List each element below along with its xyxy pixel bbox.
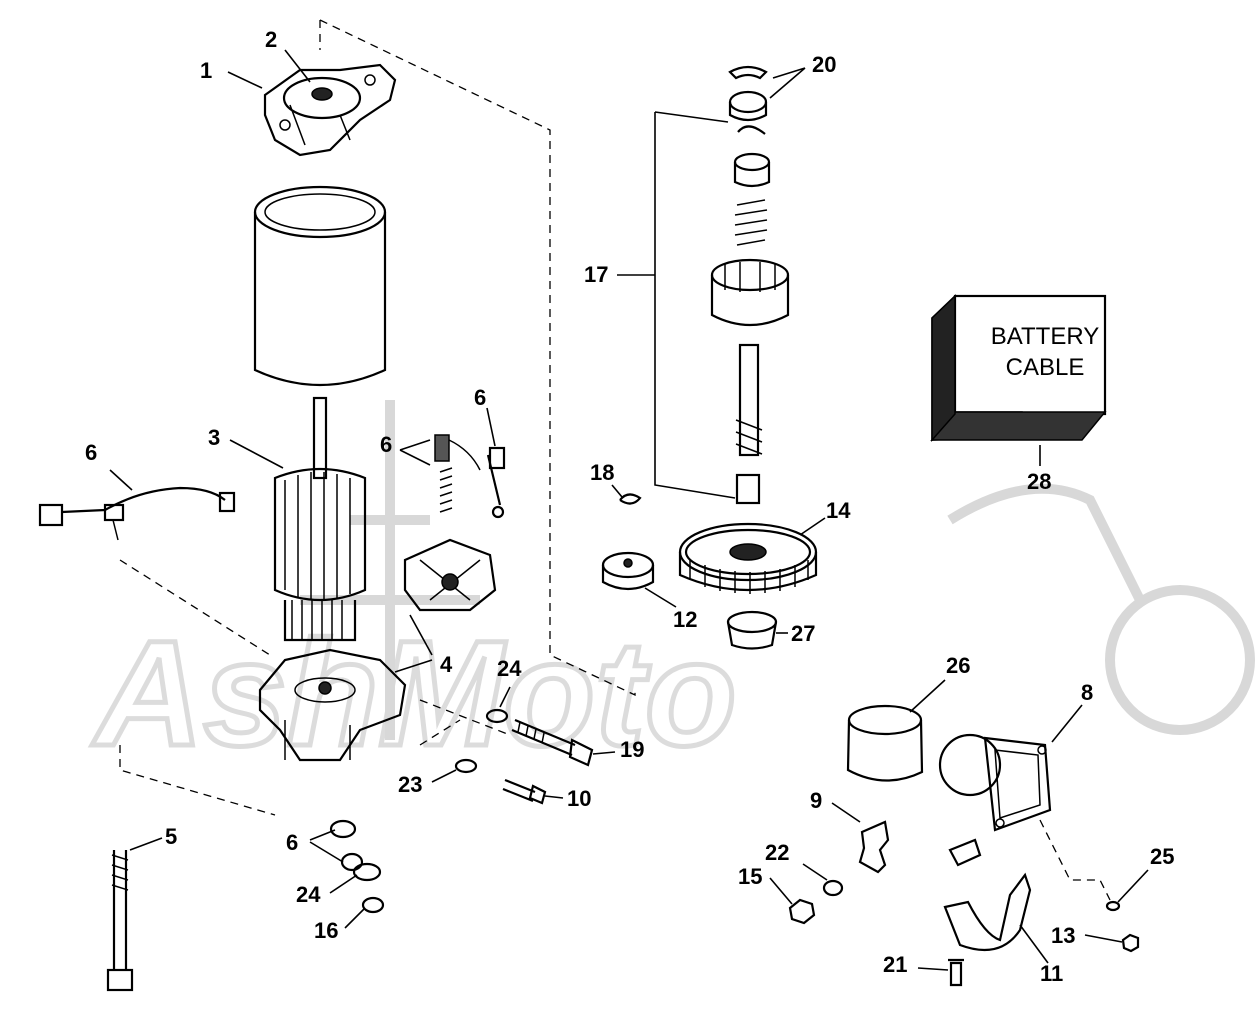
armature <box>273 396 367 642</box>
label-part-16: 16 <box>314 918 338 943</box>
leader-lines <box>109 49 1149 971</box>
label-part-6a: 6 <box>85 440 97 465</box>
label-part-4: 4 <box>440 652 453 677</box>
label-part-6d: 6 <box>286 830 298 855</box>
wire-harness <box>38 486 236 541</box>
label-part-6c: 6 <box>474 385 486 410</box>
label-part-28: 28 <box>1027 469 1051 494</box>
retaining-clip <box>619 493 642 505</box>
battery-cable-line2: CABLE <box>1006 354 1085 381</box>
label-part-24b: 24 <box>497 656 522 681</box>
label-part-19: 19 <box>620 737 644 762</box>
alignment-lines <box>119 19 1111 901</box>
label-part-13: 13 <box>1051 923 1075 948</box>
small-pinion-gear <box>601 551 655 591</box>
right-hardware <box>788 879 1140 987</box>
label-part-8: 8 <box>1081 680 1093 705</box>
part-number-labels: 1 2 3 6 6 6 4 5 6 24 16 24 23 19 10 20 1… <box>85 27 1174 986</box>
brush-holder-plate <box>403 538 497 612</box>
commutator-end-frame <box>258 648 407 762</box>
label-part-17: 17 <box>584 262 608 287</box>
label-part-14: 14 <box>826 498 851 523</box>
label-part-26: 26 <box>946 653 970 678</box>
label-part-23: 23 <box>398 772 422 797</box>
label-part-18: 18 <box>590 460 614 485</box>
label-part-27: 27 <box>791 621 815 646</box>
label-part-21: 21 <box>883 952 907 977</box>
label-part-1: 1 <box>200 58 212 83</box>
label-part-22: 22 <box>765 840 789 865</box>
label-part-24a: 24 <box>296 882 321 907</box>
battery-cable-line1: BATTERY <box>991 323 1099 350</box>
label-part-9: 9 <box>810 788 822 813</box>
long-bolt <box>511 718 594 767</box>
battery-cable-box: BATTERY CABLE <box>930 294 1107 442</box>
label-part-11: 11 <box>1040 961 1063 986</box>
large-gear <box>678 522 818 594</box>
strap-bracket <box>943 872 1032 952</box>
label-part-12: 12 <box>673 607 697 632</box>
label-part-6b: 6 <box>380 432 392 457</box>
label-part-2: 2 <box>265 27 277 52</box>
solenoid-sleeve <box>846 704 924 782</box>
short-screw <box>502 778 547 805</box>
field-frame-housing <box>253 185 387 387</box>
bendix-drive-assembly <box>710 65 790 505</box>
starter-solenoid <box>938 733 1052 867</box>
drive-end-cap <box>263 63 397 157</box>
label-part-10: 10 <box>567 786 591 811</box>
bushing <box>726 610 778 650</box>
brush-set <box>434 434 506 519</box>
label-part-15: 15 <box>738 864 762 889</box>
small-bracket <box>858 820 890 874</box>
label-part-3: 3 <box>208 425 220 450</box>
label-part-20: 20 <box>812 52 836 77</box>
watermark: AshMoto <box>89 400 1255 780</box>
label-part-25: 25 <box>1150 844 1174 869</box>
through-bolt <box>106 850 134 992</box>
label-part-5: 5 <box>165 824 177 849</box>
left-hardware <box>329 708 509 914</box>
